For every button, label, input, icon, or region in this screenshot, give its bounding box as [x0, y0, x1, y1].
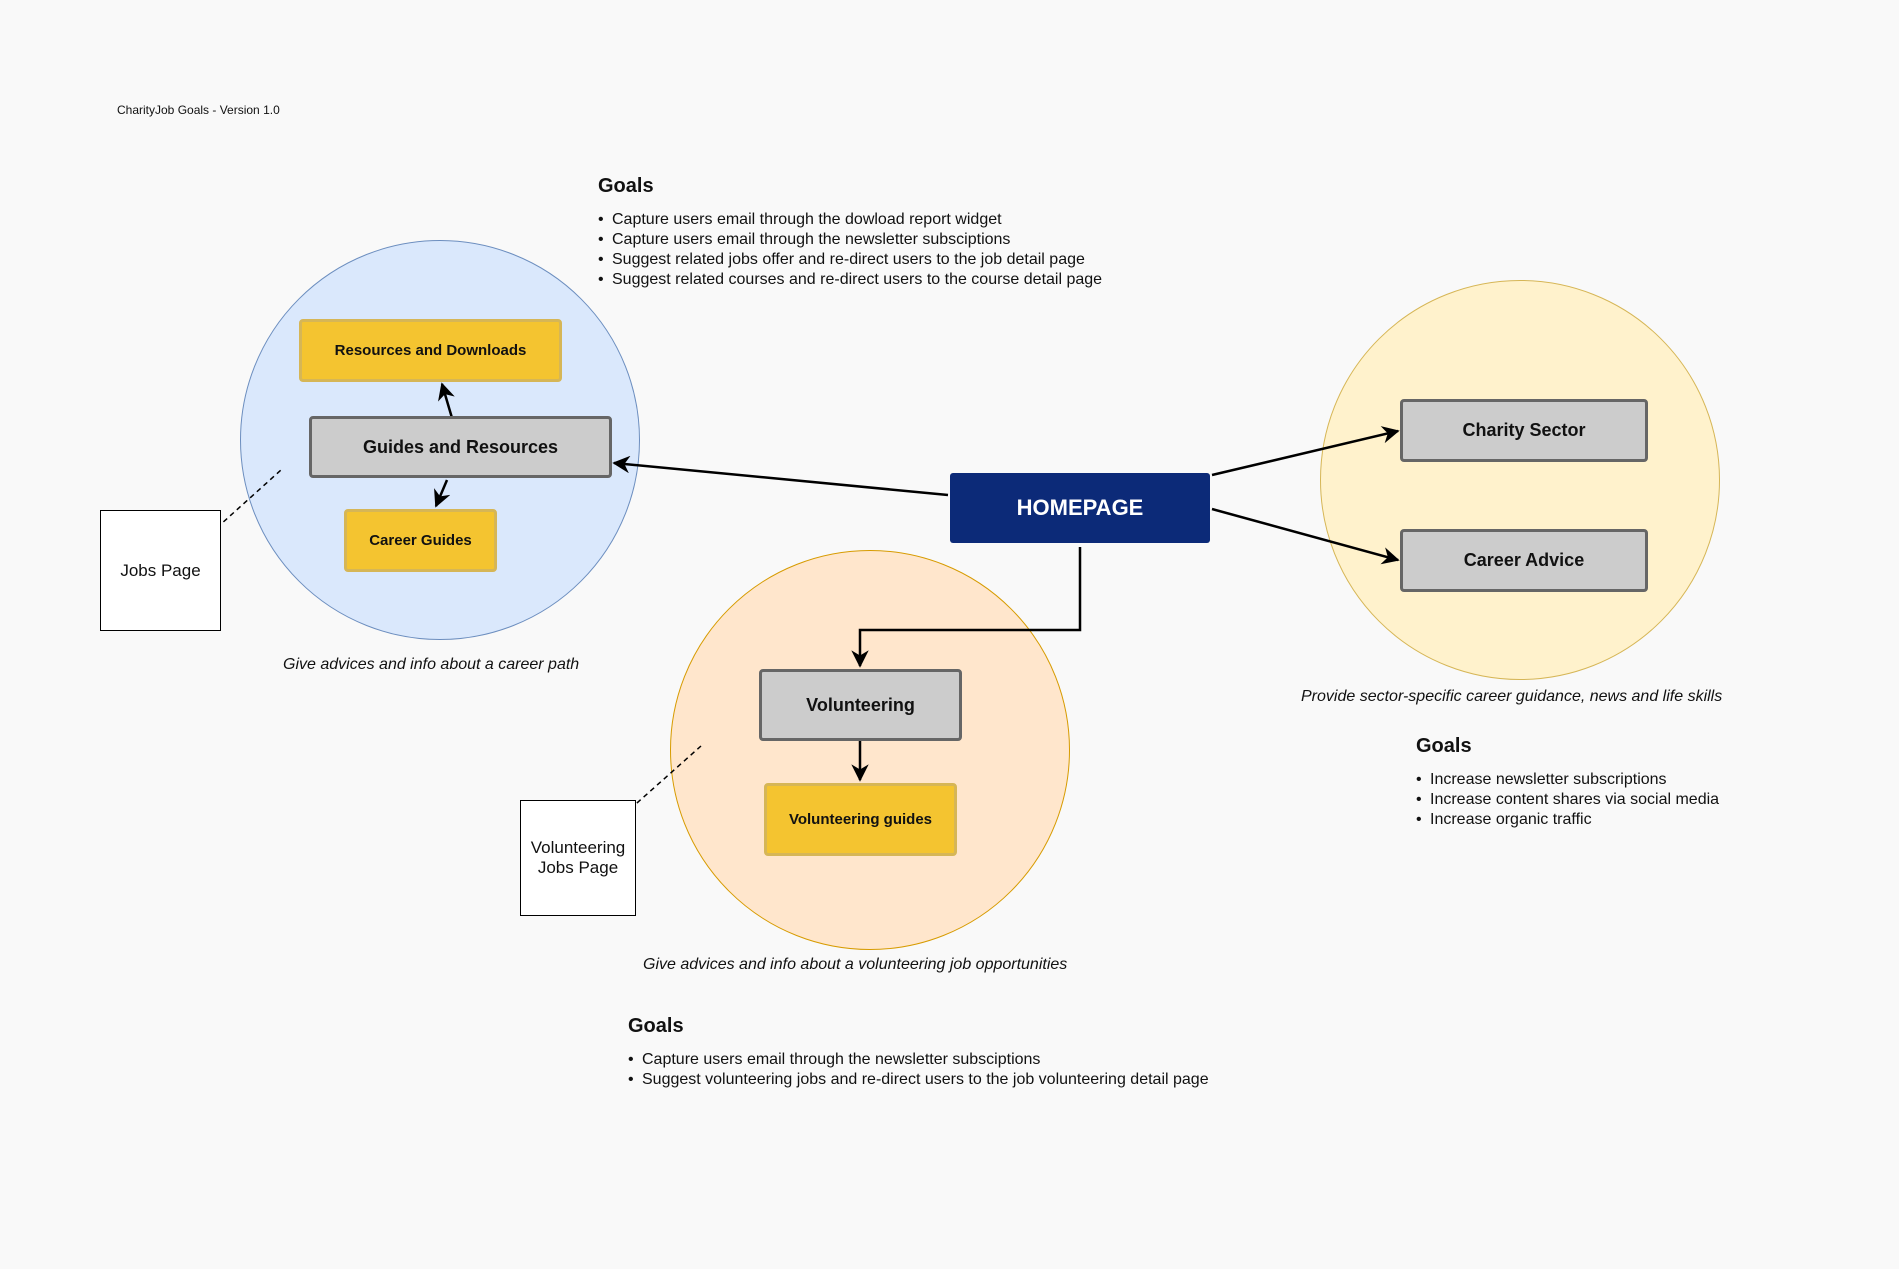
goals-bottom: Goals Capture users email through the ne… [628, 1015, 1209, 1090]
goals-right-item: Increase organic traffic [1416, 810, 1719, 830]
goals-bottom-title: Goals [628, 1015, 684, 1037]
goals-top-item: Suggest related jobs offer and re-direct… [598, 250, 1102, 270]
charity-sector-node: Charity Sector [1400, 399, 1648, 462]
goals-top-title: Goals [598, 175, 654, 197]
homepage-node: HOMEPAGE [950, 473, 1210, 543]
edge-guides-to-resources [438, 382, 455, 419]
goals-top: Goals Capture users email through the do… [598, 175, 1102, 290]
goals-right: Goals Increase newsletter subscriptions … [1416, 735, 1719, 830]
edge-home-to-volunteering [851, 547, 1082, 668]
goals-bottom-item: Suggest volunteering jobs and re-direct … [628, 1070, 1209, 1090]
edge-home-to-career-advice [1211, 507, 1400, 565]
volunteering-caption: Give advices and info about a volunteeri… [643, 956, 1068, 973]
career-path-caption: Give advices and info about a career pat… [283, 656, 580, 673]
jobs-page-node: Jobs Page [100, 510, 221, 631]
volunteering-guides-node: Volunteering guides [764, 783, 957, 856]
career-advice-node: Career Advice [1400, 529, 1648, 592]
guides-and-resources-node: Guides and Resources [309, 416, 612, 478]
goals-top-list: Capture users email through the dowload … [598, 210, 1102, 290]
sector-caption: Provide sector-specific career guidance,… [1301, 688, 1723, 705]
goals-right-title: Goals [1416, 735, 1472, 757]
edge-home-to-charity-sector [1211, 426, 1400, 477]
goals-bottom-list: Capture users email through the newslett… [628, 1050, 1209, 1090]
goals-top-item: Capture users email through the dowload … [598, 210, 1102, 230]
goals-top-item: Capture users email through the newslett… [598, 230, 1102, 250]
version-label: CharityJob Goals - Version 1.0 [117, 103, 280, 117]
volunteering-jobs-page-node: Volunteering Jobs Page [520, 800, 636, 916]
volunteering-node: Volunteering [759, 669, 962, 741]
career-guides-node: Career Guides [344, 509, 497, 572]
resources-and-downloads-node: Resources and Downloads [299, 319, 562, 382]
goals-bottom-item: Capture users email through the newslett… [628, 1050, 1209, 1070]
goals-right-item: Increase newsletter subscriptions [1416, 770, 1719, 790]
goals-right-list: Increase newsletter subscriptions Increa… [1416, 770, 1719, 830]
edge-guides-to-career-guides [434, 479, 451, 508]
goals-right-item: Increase content shares via social media [1416, 790, 1719, 810]
edge-home-to-guides [612, 455, 949, 497]
goals-top-item: Suggest related courses and re-direct us… [598, 270, 1102, 290]
sector-circle [1320, 280, 1720, 680]
volunteering-circle [670, 550, 1070, 950]
